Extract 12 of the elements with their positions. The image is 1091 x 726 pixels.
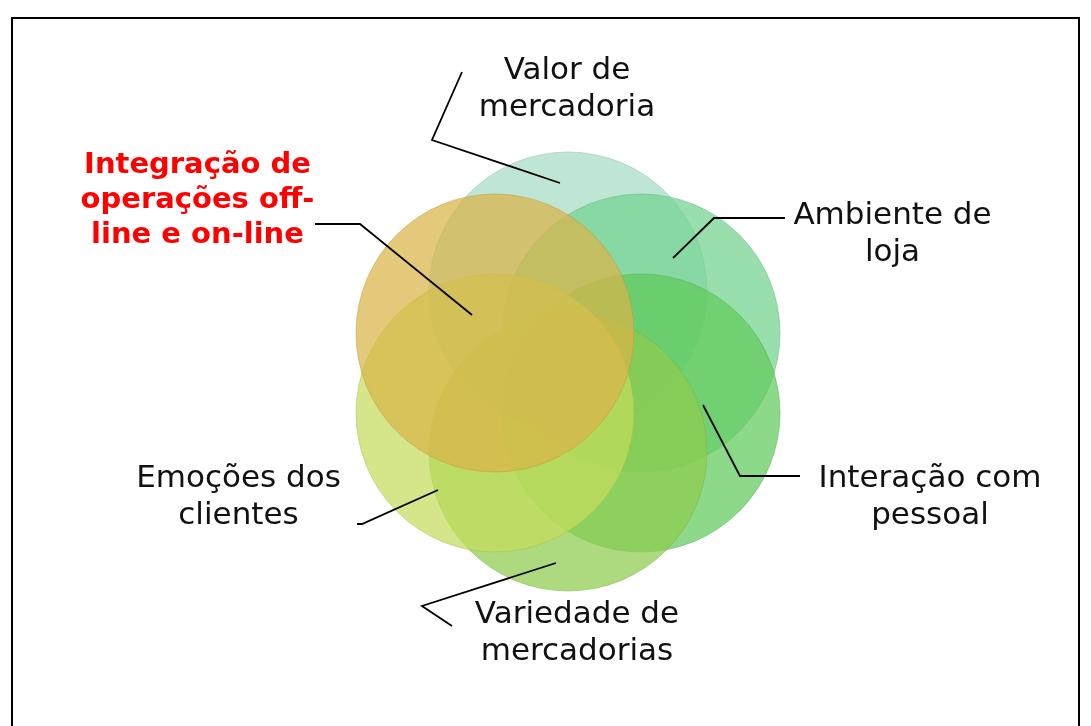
- leader-line: [672, 217, 786, 259]
- leader-line: [314, 223, 473, 316]
- segment-label: Ambiente de loja: [785, 195, 1000, 270]
- segment-label: Variedade de mercadorias: [452, 594, 702, 669]
- leader-line: [419, 562, 557, 627]
- segment-label: Valor de mercadoria: [462, 50, 672, 125]
- segment-label: Emoções dos clientes: [120, 458, 357, 533]
- segment-label: Interação com pessoal: [800, 458, 1060, 533]
- leader-line: [356, 489, 439, 525]
- segment-label: Integração de operações off-line e on-line: [80, 146, 315, 251]
- leader-line: [430, 71, 561, 184]
- leader-line: [702, 404, 801, 477]
